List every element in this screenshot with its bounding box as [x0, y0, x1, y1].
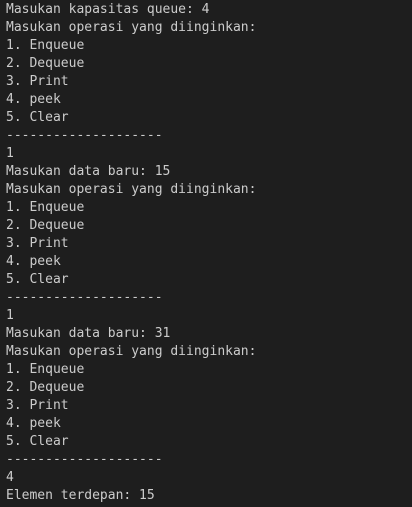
- terminal-line: --------------------: [6, 290, 163, 305]
- terminal-line: 5. Clear: [6, 434, 69, 449]
- terminal-line: Masukan kapasitas queue: 4: [6, 2, 210, 17]
- terminal-line: Elemen terdepan: 15: [6, 488, 155, 503]
- terminal-line: 1. Enqueue: [6, 362, 85, 377]
- terminal-line: 3. Print: [6, 236, 69, 251]
- terminal-line: 1: [6, 146, 14, 161]
- terminal-line: --------------------: [6, 128, 163, 143]
- terminal-line: 3. Print: [6, 398, 69, 413]
- terminal-line: 4. peek: [6, 92, 61, 107]
- terminal-line: 5. Clear: [6, 110, 69, 125]
- terminal-line: 2. Dequeue: [6, 380, 85, 395]
- terminal-line: 4. peek: [6, 254, 61, 269]
- terminal-line: 1: [6, 308, 14, 323]
- terminal-line: 2. Dequeue: [6, 218, 85, 233]
- terminal-line: 1. Enqueue: [6, 38, 85, 53]
- terminal-line: Masukan operasi yang diinginkan:: [6, 20, 257, 35]
- terminal-line: 3. Print: [6, 74, 69, 89]
- terminal-line: Masukan operasi yang diinginkan:: [6, 182, 257, 197]
- terminal-line: 1. Enqueue: [6, 200, 85, 215]
- terminal-line: Masukan data baru: 15: [6, 164, 171, 179]
- terminal-line: 5. Clear: [6, 272, 69, 287]
- terminal-line: Masukan operasi yang diinginkan:: [6, 344, 257, 359]
- terminal-line: --------------------: [6, 452, 163, 467]
- terminal-line: 4: [6, 470, 14, 485]
- terminal-line: 2. Dequeue: [6, 56, 85, 71]
- terminal-line: Masukan data baru: 31: [6, 326, 171, 341]
- terminal-line: 4. peek: [6, 416, 61, 431]
